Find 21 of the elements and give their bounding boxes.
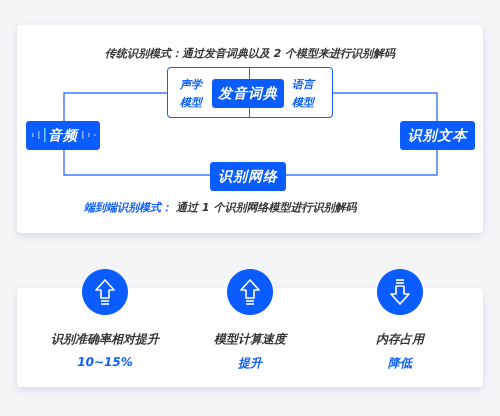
metric-value: 降低 [388,355,412,372]
result-box: 识别文本 [400,121,475,150]
box-label: 音频 [48,126,78,144]
network-box: 识别网络 [210,162,286,191]
connector-line [286,150,438,176]
model-label: 语言模型 [291,77,317,111]
model-frame [167,67,333,118]
audio-box [26,121,100,150]
connector-line [63,92,167,121]
description-text: 通过 1 个识别网络模型进行识别解码 [176,200,356,215]
metric-label: 内存占用 [376,331,424,348]
metric-value: 10~15% [77,355,133,369]
model-label: 声学模型 [178,77,204,111]
metric-value: 提升 [238,355,262,372]
mode-label: 端到端识别模式： [84,200,172,215]
connector-line [63,150,210,176]
connector-line [333,92,438,121]
metric-label: 识别准确率相对提升 [51,331,159,348]
title-text: 传统识别模式：通过发音词典以及 2 个模型来进行识别解码 [104,46,396,61]
dictionary-box: 发音词典 [212,79,284,108]
metric-label: 模型计算速度 [214,331,286,348]
